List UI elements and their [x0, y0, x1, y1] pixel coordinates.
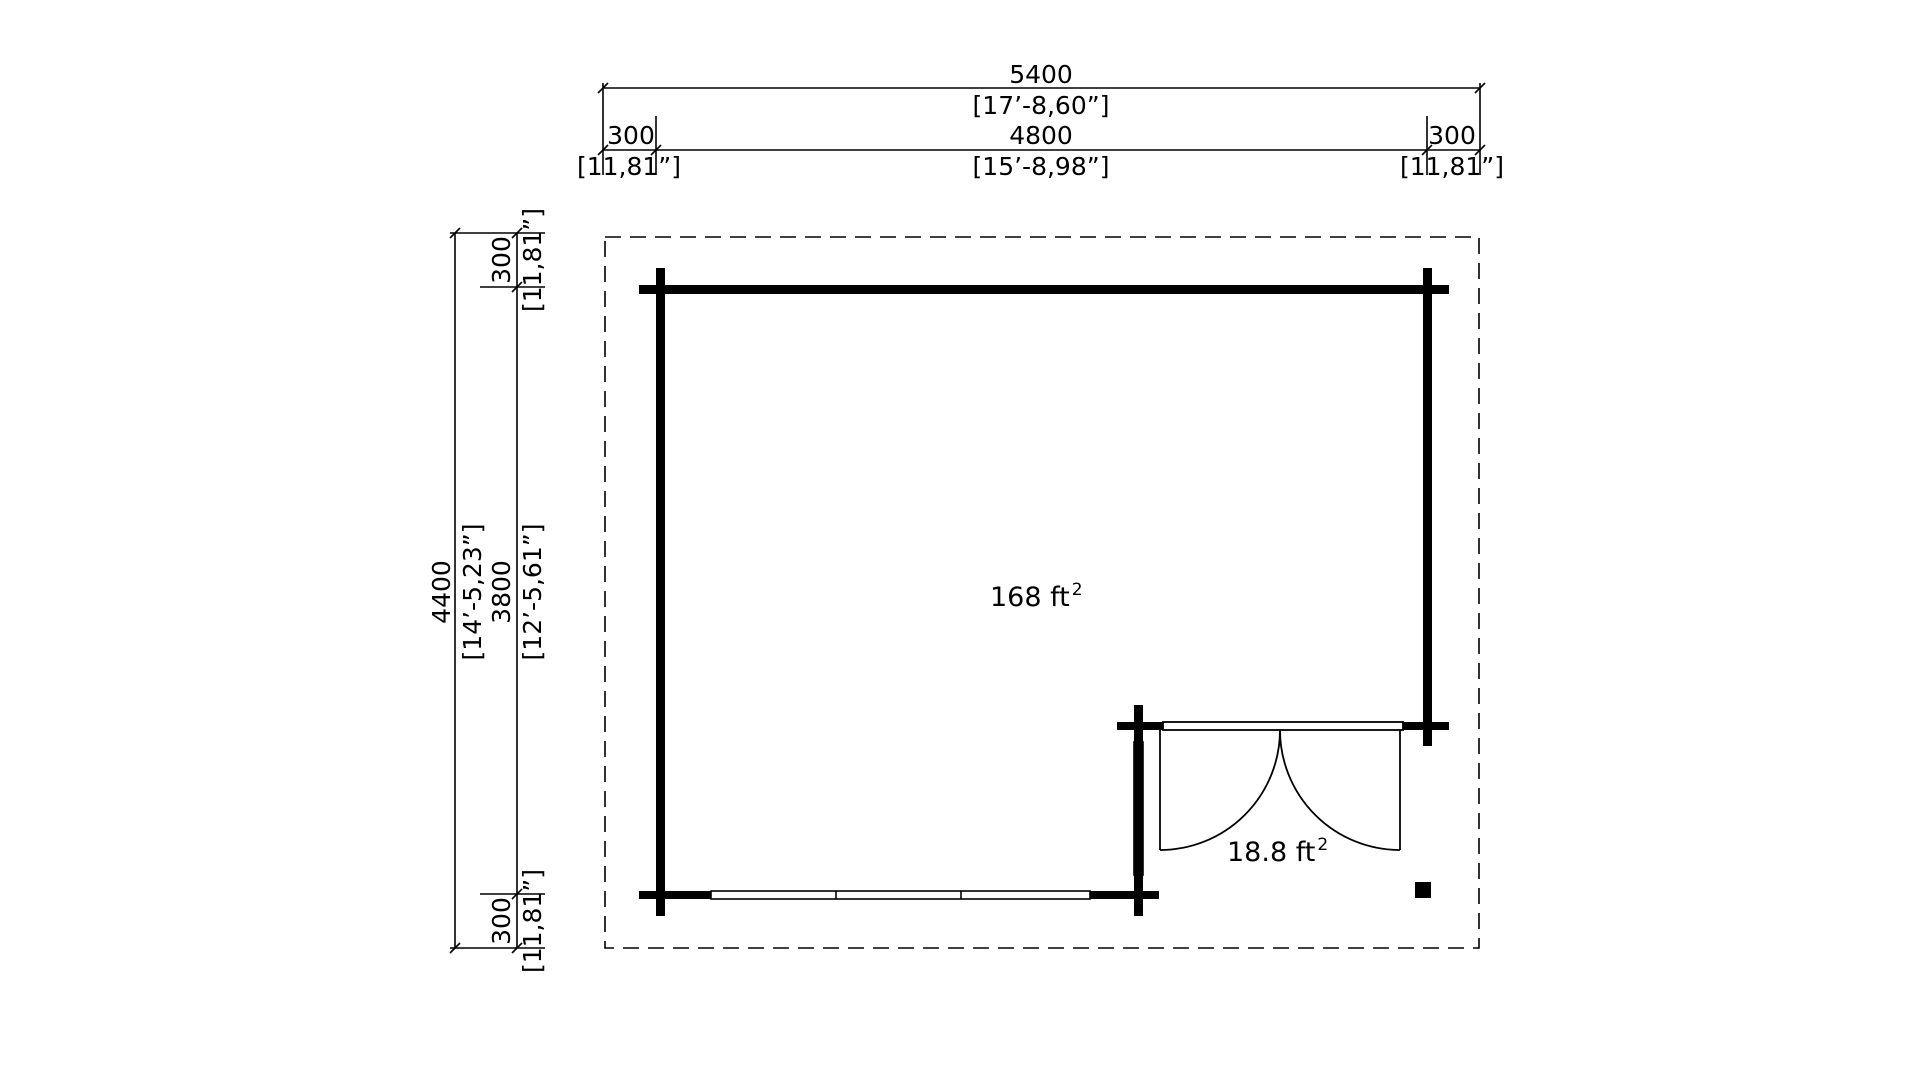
walls	[639, 268, 1449, 916]
windows	[710, 741, 1144, 900]
overall-depth-imperial: [14’-5,23”]	[458, 524, 487, 661]
wall-left	[656, 268, 665, 916]
roof-outline	[604, 236, 1480, 949]
top-overhang-imperial: [11,81”]	[518, 208, 547, 312]
wall-bottom-left-end	[639, 891, 711, 899]
overall-width-mm: 5400	[1009, 60, 1073, 89]
vertical-dimensions	[449, 227, 545, 954]
door-right-swing	[1279, 729, 1401, 851]
top-overhang-mm: 300	[487, 236, 516, 284]
wall-right-upper	[1423, 268, 1432, 746]
corner-post	[1415, 882, 1431, 898]
window-porch-side	[1133, 741, 1144, 876]
right-overhang-mm: 300	[1428, 121, 1476, 150]
window-bottom	[710, 890, 1091, 900]
wall-top	[639, 285, 1449, 294]
door-threshold	[1162, 721, 1404, 731]
inner-depth-imperial: [12’-5,61”]	[518, 524, 547, 661]
left-overhang-mm: 300	[607, 121, 655, 150]
bottom-overhang-mm: 300	[487, 897, 516, 945]
inner-width-imperial: [15’-8,98”]	[973, 152, 1110, 181]
overall-depth-mm: 4400	[427, 560, 456, 624]
wall-porch-top-right	[1403, 722, 1449, 730]
bottom-overhang-imperial: [11,81”]	[518, 869, 547, 973]
wall-bottom-right-end	[1090, 891, 1159, 899]
inner-width-mm: 4800	[1009, 121, 1073, 150]
inner-depth-mm: 3800	[487, 560, 516, 624]
double-door	[1159, 721, 1404, 851]
right-overhang-imperial: [11,81”]	[1400, 152, 1504, 181]
left-overhang-imperial: [11,81”]	[577, 152, 681, 181]
overall-width-imperial: [17’-8,60”]	[973, 91, 1110, 120]
wall-porch-left-post	[1134, 705, 1143, 916]
horizontal-dimensions	[597, 82, 1486, 175]
door-left-swing	[1159, 729, 1281, 851]
